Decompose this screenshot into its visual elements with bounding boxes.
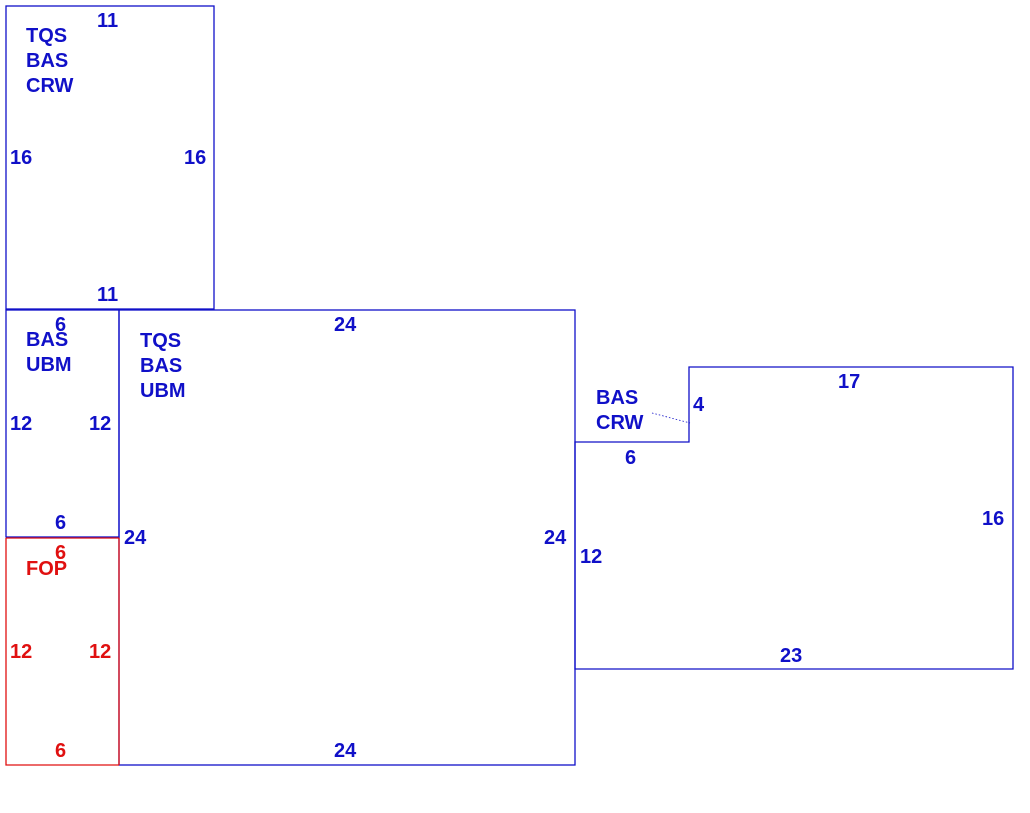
dimension-label: 12 bbox=[89, 413, 111, 435]
area-code: TQS bbox=[140, 330, 181, 352]
area-code: BAS bbox=[26, 50, 68, 72]
dimension-label: 4 bbox=[693, 394, 705, 416]
main-area-outline bbox=[118, 309, 576, 766]
dimension-label: 11 bbox=[97, 10, 118, 32]
area-code: UBM bbox=[140, 380, 186, 402]
dimension-label: 16 bbox=[10, 147, 32, 169]
dimension-label: 23 bbox=[780, 645, 802, 667]
dimension-label: 16 bbox=[184, 147, 206, 169]
area-code: BAS bbox=[596, 387, 638, 409]
dimension-label: 11 bbox=[97, 284, 118, 306]
area-code: TQS bbox=[26, 25, 67, 47]
dimension-label: 12 bbox=[10, 413, 32, 435]
area-code: CRW bbox=[596, 412, 644, 434]
dimension-label: 6 bbox=[55, 740, 66, 762]
dimension-label: 6 bbox=[55, 314, 66, 336]
area-code: BAS bbox=[26, 329, 68, 351]
dimension-label: 17 bbox=[838, 371, 860, 393]
top-left-area-outline bbox=[5, 5, 215, 310]
right-wing-area-outline bbox=[574, 366, 1014, 670]
dimension-label: 6 bbox=[55, 542, 66, 564]
dimension-label: 12 bbox=[89, 641, 111, 663]
dimension-label: 24 bbox=[124, 527, 147, 549]
dimension-label: 6 bbox=[55, 512, 66, 534]
dimension-label: 24 bbox=[334, 314, 357, 336]
leader-line bbox=[651, 412, 691, 424]
area-code: BAS bbox=[140, 355, 182, 377]
area-code: CRW bbox=[26, 75, 74, 97]
dimension-label: 16 bbox=[982, 508, 1004, 530]
porch-area-outline bbox=[5, 538, 119, 766]
dimension-label: 12 bbox=[10, 641, 32, 663]
dimension-label: 6 bbox=[625, 447, 636, 469]
area-code: FOP bbox=[26, 558, 67, 580]
dimension-label: 24 bbox=[334, 740, 357, 762]
dimension-label: 24 bbox=[544, 527, 567, 549]
area-code: UBM bbox=[26, 354, 72, 376]
dimension-label: 12 bbox=[580, 546, 602, 568]
